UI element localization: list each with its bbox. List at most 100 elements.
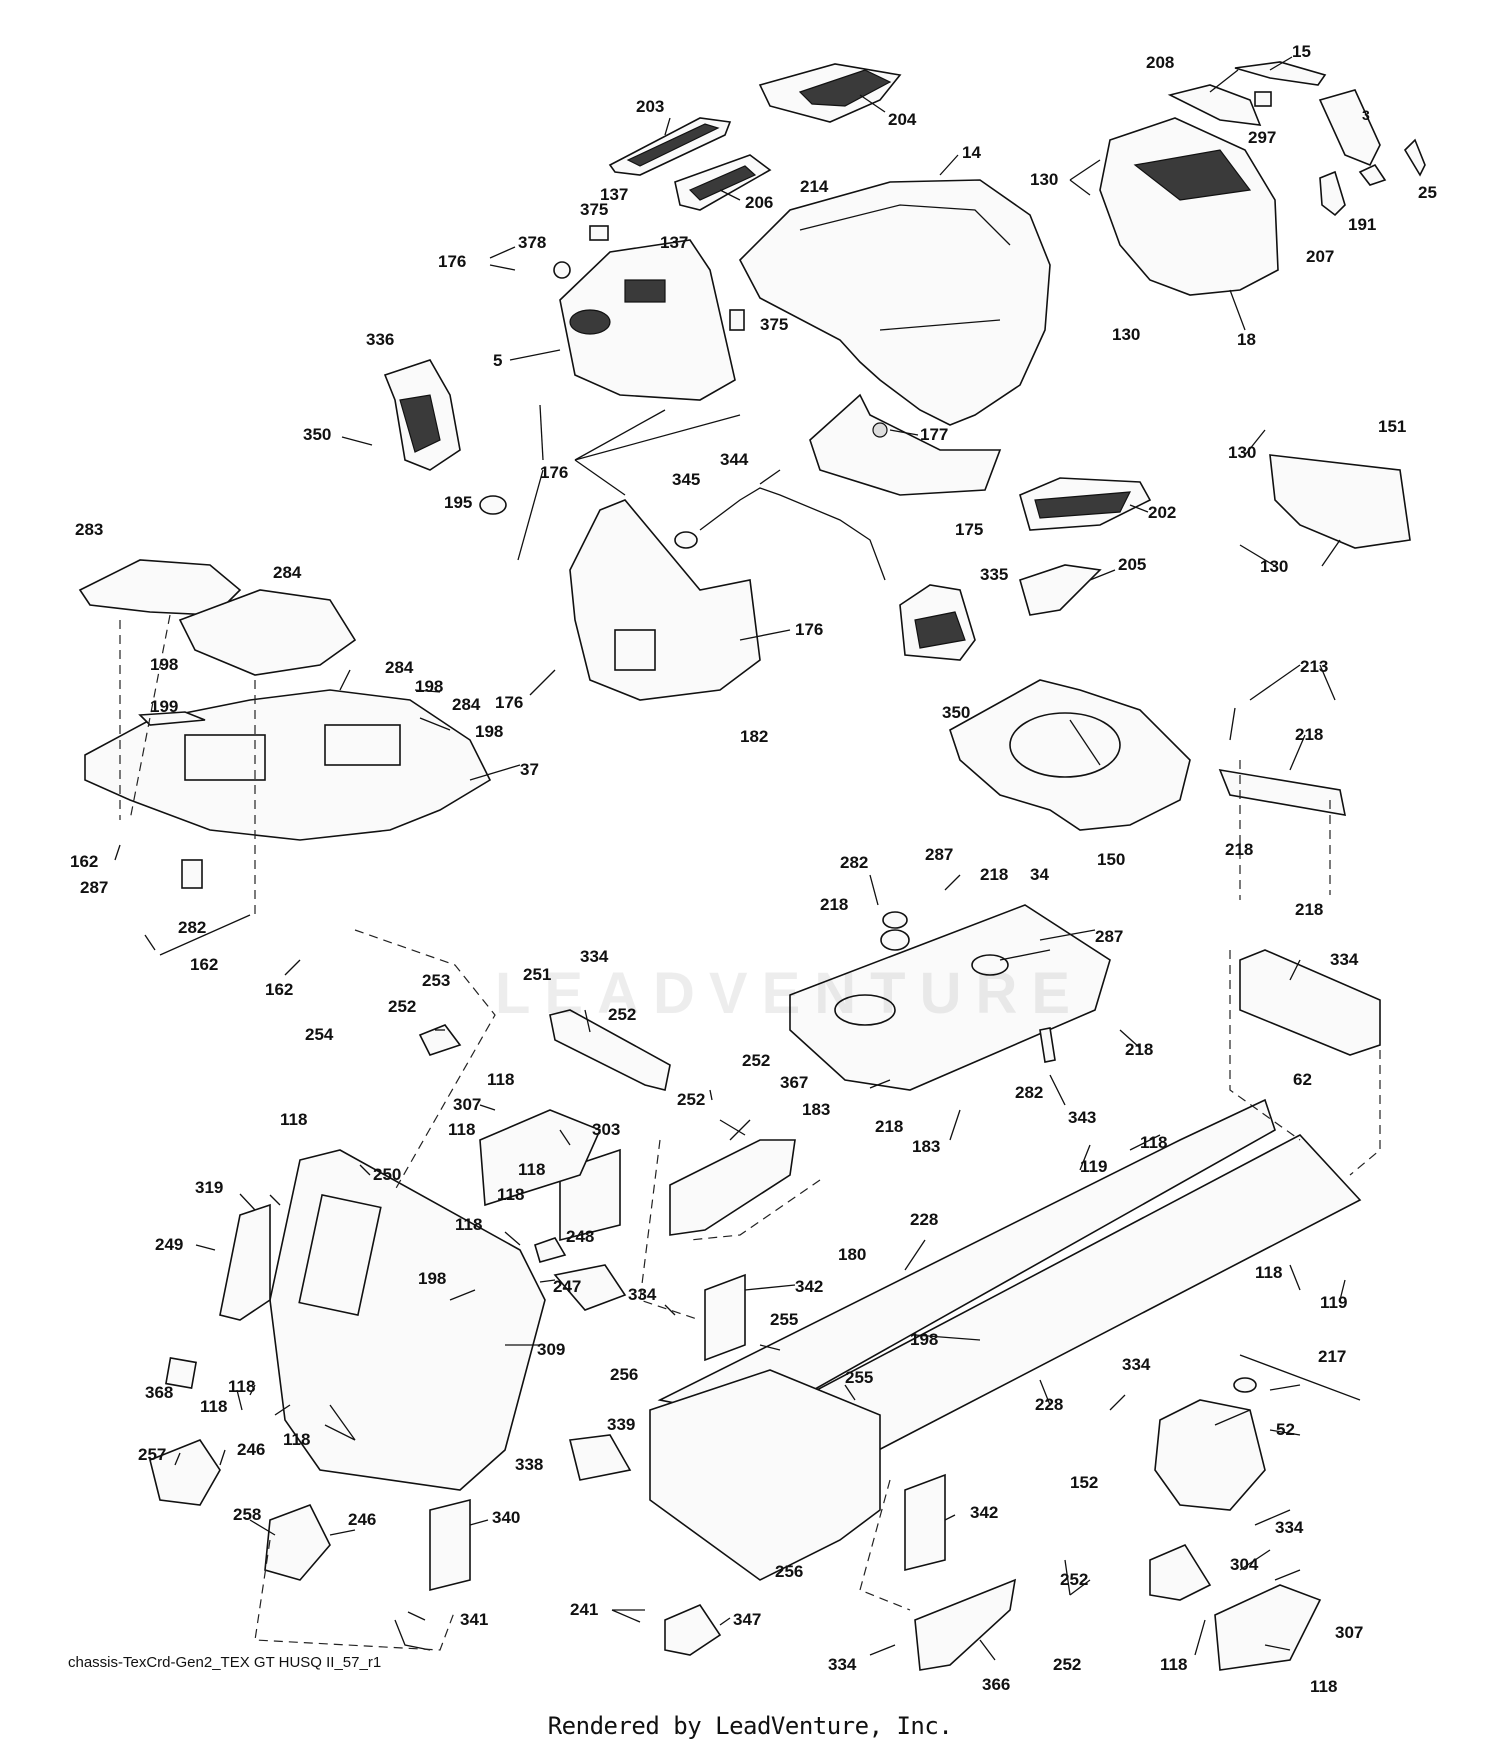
callout-338: 338: [515, 1455, 543, 1474]
frame-group: [149, 1098, 1362, 1671]
callout-307a: 307: [453, 1095, 481, 1114]
part-208: [1167, 84, 1262, 126]
callout-199: 199: [150, 697, 178, 716]
callout-370d: 252: [1060, 1570, 1088, 1589]
callout-366: 366: [982, 1675, 1010, 1694]
callout-347: 347: [733, 1610, 761, 1629]
callout-249: 249: [155, 1235, 183, 1254]
callout-308g: 118: [228, 1377, 255, 1396]
part-3: [1318, 89, 1381, 167]
part-282: [181, 859, 203, 889]
callout-205: 205: [1118, 555, 1146, 574]
callout-162c: 162: [265, 980, 293, 999]
callout-130-mid: 130: [1112, 325, 1140, 344]
callout-5: 5: [493, 351, 502, 370]
callout-282: 282: [178, 918, 206, 937]
part-366: [914, 1578, 1017, 1671]
callout-248: 248: [566, 1227, 594, 1246]
callout-308e: 118: [497, 1185, 524, 1204]
part-334: [1239, 949, 1381, 1056]
callout-52: 52: [1276, 1420, 1295, 1439]
callout-350a: 350: [303, 425, 331, 444]
callout-251: 251: [523, 965, 551, 984]
part-252: [418, 1024, 462, 1056]
part-205: [1019, 564, 1102, 616]
callout-183b: 183: [912, 1137, 940, 1156]
part-15: [1234, 61, 1327, 86]
callout-189d: 334: [1275, 1518, 1304, 1537]
part-207: [1319, 170, 1346, 217]
callout-202: 202: [1148, 503, 1176, 522]
part-152: [1154, 1399, 1266, 1511]
part-236: [882, 911, 908, 929]
callout-236b: 282: [1015, 1083, 1043, 1102]
callout-342b: 342: [970, 1503, 998, 1522]
callout-150: 150: [1097, 850, 1125, 869]
callout-207: 207: [1306, 247, 1334, 266]
part-34: [789, 904, 1111, 1091]
callout-130-151a: 130: [1228, 443, 1256, 462]
callout-119a: 119: [1080, 1157, 1107, 1176]
callout-370b: 252: [742, 1051, 770, 1070]
callout-68f: 218: [875, 1117, 903, 1136]
part-218: [1218, 768, 1347, 816]
callout-130-151b: 130: [1260, 557, 1288, 576]
callout-14: 14: [962, 143, 981, 162]
fender-group: [78, 559, 1347, 889]
watermark: LEADVENTURE: [495, 961, 1085, 1026]
callout-247: 247: [553, 1277, 581, 1296]
callout-68e: 218: [1125, 1040, 1153, 1059]
part-14: [739, 179, 1051, 426]
callout-177: 177: [920, 425, 948, 444]
part-297: [1254, 91, 1272, 107]
callout-34: 34: [1030, 865, 1049, 884]
callout-283: 283: [75, 520, 103, 539]
part-258: [264, 1503, 331, 1581]
part-248: [534, 1237, 567, 1263]
part-342b: [904, 1473, 946, 1572]
part-307b: [1214, 1584, 1322, 1671]
callout-180: 180: [838, 1245, 866, 1264]
callout-68d: 218: [820, 895, 848, 914]
callout-214: 214: [800, 177, 829, 196]
part-375b: [729, 309, 745, 331]
callout-194a: 198: [415, 677, 443, 696]
callout-37: 37: [520, 760, 539, 779]
part-247: [553, 1264, 627, 1311]
callout-195: 195: [444, 493, 472, 512]
callout-307b: 307: [1335, 1623, 1363, 1642]
callout-235b: 287: [1095, 927, 1123, 946]
callout-228a: 228: [910, 1210, 938, 1229]
part-5: [559, 239, 736, 401]
part-368: [165, 1357, 197, 1389]
callout-375b: 375: [760, 315, 788, 334]
callout-176c: 176: [795, 620, 823, 639]
callout-152: 152: [1070, 1473, 1098, 1492]
part-151: [1269, 454, 1411, 549]
part-217: [1239, 1354, 1361, 1401]
callout-176a: 176: [438, 252, 466, 271]
part-199: [138, 711, 206, 726]
callout-189c: 334: [1122, 1355, 1151, 1374]
callout-18: 18: [1237, 330, 1256, 349]
callout-336: 336: [366, 330, 394, 349]
callout-339: 339: [607, 1415, 635, 1434]
callout-191: 191: [1348, 215, 1376, 234]
part-340: [429, 1498, 471, 1592]
leader-lines: [114, 56, 1346, 1661]
callout-258: 258: [233, 1505, 261, 1524]
part-257: [149, 1439, 221, 1506]
callout-36a: 284: [385, 658, 414, 677]
callout-370a: 252: [608, 1005, 636, 1024]
part-341: [394, 1619, 431, 1651]
part-195: [479, 495, 507, 515]
callout-194c: 198: [418, 1269, 446, 1288]
part-344: [699, 487, 886, 581]
callout-308f: 118: [455, 1215, 482, 1234]
callout-137b: 137: [660, 233, 688, 252]
callout-36b: 284: [452, 695, 481, 714]
callout-labels: 15 3 25 208 297 191 207 204 203 214 14 2…: [70, 42, 1437, 1696]
callout-308i: 118: [283, 1430, 310, 1449]
callout-308a: 118: [487, 1070, 514, 1089]
document-id: chassis-TexCrd-Gen2_TEX GT HUSQ II_57_r1: [68, 1654, 382, 1671]
